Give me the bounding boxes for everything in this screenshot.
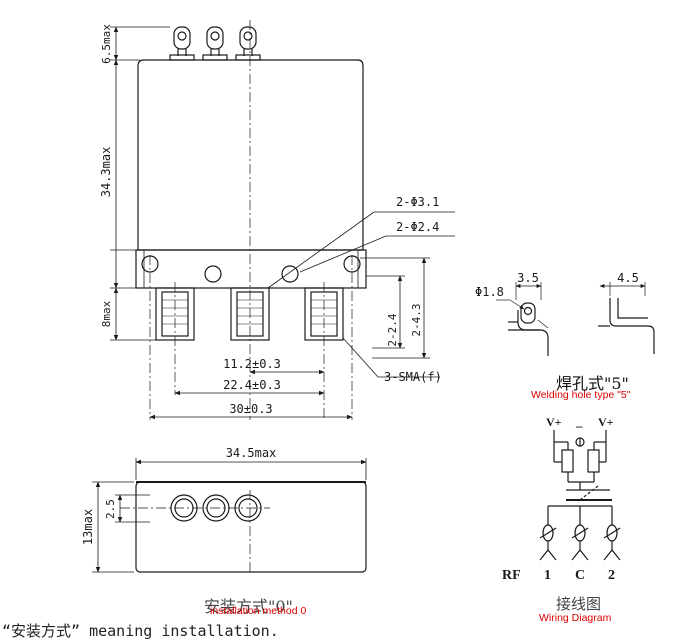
dimension-labels: 6.5max 34.3max 8max 2-Φ3.1 2-Φ2.4 2-2.4 … [81,24,639,545]
front-view [110,20,455,420]
label-v-plus-left: V+ [546,415,562,429]
sma-connectors [155,287,344,341]
wiring-title-en: Wiring Diagram [539,612,612,624]
dim-connector-height: 8max [100,300,113,327]
dim-body-height: 34.3max [99,147,113,198]
mounting-hole [281,265,299,283]
label-port-2: 2 [608,568,615,583]
mounting-flange [135,249,367,289]
dim-side-2: 2-4.3 [410,303,423,336]
front-dimensions [110,26,455,420]
dim-spacing-3: 30±0.3 [229,402,272,416]
dim-side-1: 2-2.4 [386,313,399,346]
label-minus: – [575,418,583,433]
wiring-title-cn: 接线图 [556,595,602,613]
footnote: “安装方式” meaning installation. [2,622,279,640]
dim-bottom-width: 34.5max [226,446,277,460]
bottom-view [92,458,367,575]
wiring-labels: V+ – V+ RF 1 C 2 [502,415,615,583]
switch-body [137,59,364,251]
label-rf: RF [502,568,521,583]
dim-spacing-1: 11.2±0.3 [223,357,281,371]
label-v-plus-right: V+ [598,415,614,429]
label-port-c: C [575,568,585,583]
install-title-cn: 安装方式"0" [204,597,293,616]
install-title-en: installation method 0 [210,605,307,617]
label-port-1: 1 [544,568,551,583]
dim-hole-small: 2-Φ2.4 [396,220,439,234]
wiring-diagram [539,430,621,561]
dim-bottom-pitch: 2.5 [104,499,117,519]
relay-coil [587,449,600,473]
mounting-hole [204,265,222,283]
dim-spacing-2: 22.4±0.3 [223,378,281,392]
welding-detail [496,282,655,356]
solder-terminals [169,26,261,61]
connector-label: 3-SMA(f) [384,370,442,384]
relay-coil [561,449,574,473]
dim-hole-big: 2-Φ3.1 [396,195,439,209]
dim-weld-a: 3.5 [517,271,539,285]
bottom-dimensions [92,458,367,573]
dim-weld-b: 4.5 [617,271,639,285]
dim-bottom-height: 13max [81,509,95,545]
dim-top-height: 6.5max [100,24,113,64]
welding-title-cn: 焊孔式"5" [556,374,629,393]
dim-weld-phi: Φ1.8 [475,285,504,299]
welding-title-en: Welding hole type "5" [531,389,631,401]
